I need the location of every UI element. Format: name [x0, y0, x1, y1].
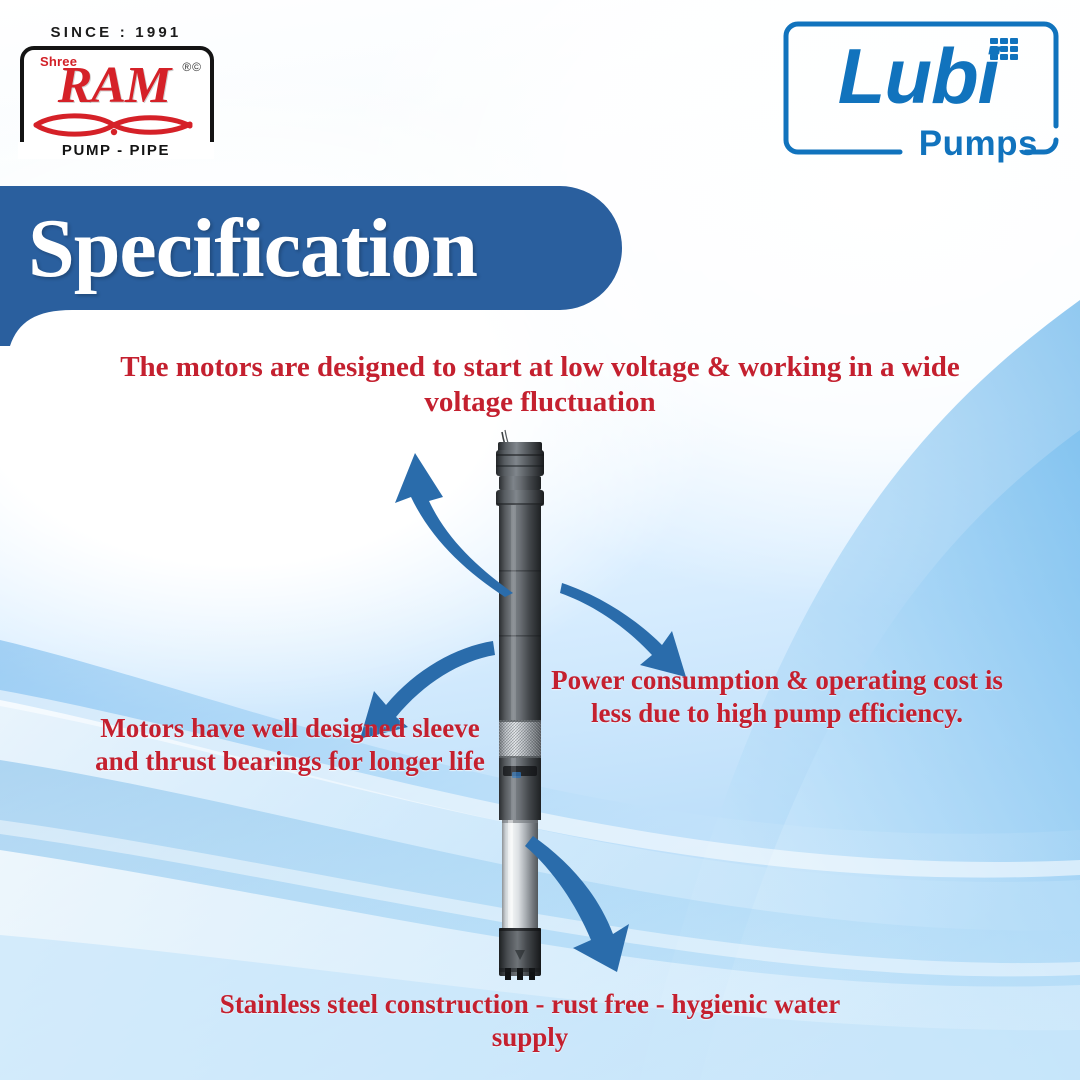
ram-tagline: PUMP - PIPE	[18, 142, 214, 159]
caption-bearings: Motors have well designed sleeve and thr…	[95, 713, 485, 776]
arrow-to-top-caption	[395, 453, 513, 597]
lubi-brand-name: Lubi	[837, 32, 1000, 120]
arrow-to-right-caption	[560, 583, 686, 677]
page-title: Specification	[28, 202, 478, 295]
lubi-logo-border	[783, 21, 1059, 155]
arrow-to-left-caption	[360, 641, 495, 739]
ram-trademark-text: ®©	[182, 60, 202, 74]
banner-bubble-shape	[0, 186, 622, 346]
shree-ram-logo: SINCE : 1991 Shree RAM ®© PUMP - PIPE	[18, 24, 214, 164]
caption-low-voltage: The motors are designed to start at low …	[120, 351, 960, 419]
arrow-to-bottom-caption	[525, 836, 629, 972]
submersible-pump-image	[496, 429, 544, 980]
ram-brand-name: RAM	[57, 57, 172, 114]
ram-since-text: SINCE : 1991	[50, 24, 182, 41]
lubi-sub-name: Pumps	[918, 124, 1038, 163]
ram-shree-text: Shree	[40, 54, 78, 69]
lubi-pumps-logo: Lubi Pumps	[780, 18, 1062, 170]
caption-stainless-steel: Stainless steel construction - rust free…	[219, 989, 841, 1052]
ram-flourish-icon	[33, 113, 193, 137]
specification-banner: Specification	[0, 186, 640, 346]
lubi-grid-dots-icon	[990, 38, 1018, 60]
caption-power-consumption: Power consumption & operating cost is le…	[551, 665, 1003, 728]
